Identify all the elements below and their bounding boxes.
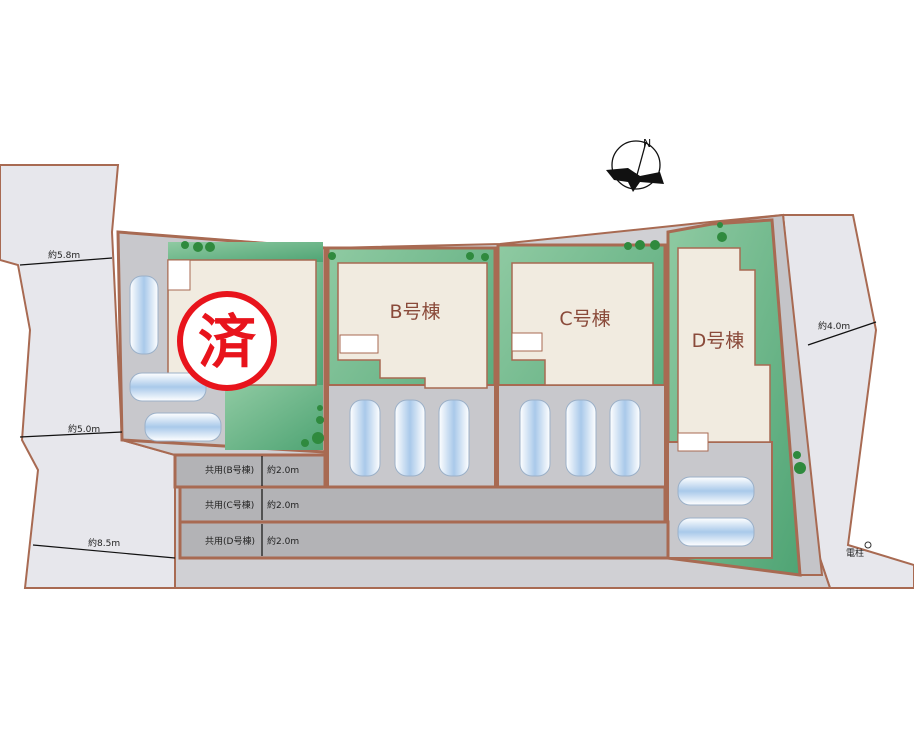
road-width-left-middle: 約5.0m [68,423,100,435]
shared-lane-d [178,520,670,560]
shared-lane-d-label: 共用(D号棟) [205,535,255,547]
sold-stamp-text: 済 [198,308,257,376]
compass-north-label: N [643,137,651,150]
sold-stamp: 済 [177,291,277,391]
road-width-left-bottom: 約8.5m [88,537,120,549]
building-c [511,262,654,386]
parked-cars [129,275,755,547]
utility-pole-icon [864,541,872,549]
road-width-left-top: 約5.8m [48,249,80,261]
utility-pole-label: 電柱 [846,547,864,559]
shared-lane-labels: 共用(B号棟) 共用(C号棟) 共用(D号棟) 約2.0m 約2.0m 約2.0… [205,456,299,556]
trees [181,222,806,474]
road-dimensions [19,257,877,559]
building-d [677,247,771,443]
left-road [0,164,176,589]
building-b [337,262,488,389]
building-c-label: C号棟 [559,308,610,330]
shared-lane-b [173,453,327,489]
shared-lane-b-width: 約2.0m [267,464,299,476]
building-b-label: B号棟 [389,301,440,323]
road-width-right: 約4.0m [818,320,850,332]
shared-lane-c [178,485,667,524]
shared-lane-d-width: 約2.0m [267,535,299,547]
building-d-label: D号棟 [692,330,745,352]
compass-icon: N [606,137,664,192]
shared-lane-b-label: 共用(B号棟) [205,464,254,476]
shared-lane-c-label: 共用(C号棟) [205,499,254,511]
shared-lane-c-width: 約2.0m [267,499,299,511]
